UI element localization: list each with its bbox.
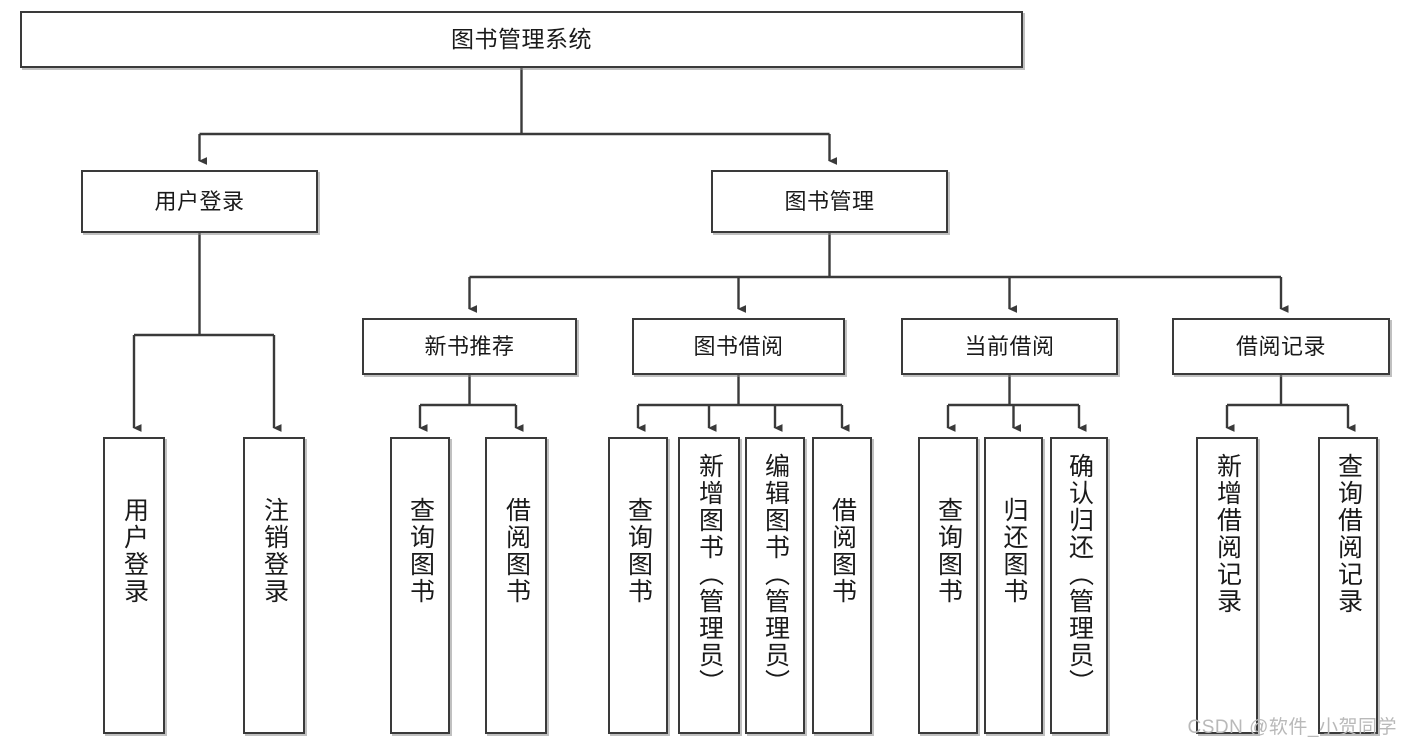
node-leaf-query-record[interactable]: 查询借阅记录 xyxy=(1318,437,1378,734)
node-leaf-borrow-book-2[interactable]: 借阅图书 xyxy=(812,437,872,734)
node-label-current-borrow: 当前借阅 xyxy=(964,333,1055,359)
node-leaf-edit-book[interactable]: 编辑图书（管理员） xyxy=(745,437,805,734)
node-label-new-book-rec: 新书推荐 xyxy=(424,333,515,359)
node-leaf-query-book-2[interactable]: 查询图书 xyxy=(608,437,668,734)
node-label-leaf-query-book-3: 查询图书 xyxy=(934,497,963,605)
node-leaf-user-logout[interactable]: 注销登录 xyxy=(243,437,305,734)
node-leaf-borrow-book-1[interactable]: 借阅图书 xyxy=(485,437,547,734)
node-leaf-query-book-1[interactable]: 查询图书 xyxy=(390,437,450,734)
node-label-borrow-record: 借阅记录 xyxy=(1235,333,1326,359)
node-new-book-rec[interactable]: 新书推荐 xyxy=(362,318,577,375)
node-leaf-user-login[interactable]: 用户登录 xyxy=(103,437,165,734)
node-label-leaf-user-logout: 注销登录 xyxy=(260,497,289,605)
node-book-manage[interactable]: 图书管理 xyxy=(711,170,948,233)
node-label-leaf-borrow-book-1: 借阅图书 xyxy=(502,497,531,605)
node-label-leaf-user-login: 用户登录 xyxy=(120,497,149,605)
node-label-book-borrow: 图书借阅 xyxy=(693,333,784,359)
node-leaf-return-book[interactable]: 归还图书 xyxy=(984,437,1043,734)
node-label-book-manage: 图书管理 xyxy=(784,188,875,214)
node-label-leaf-query-book-1: 查询图书 xyxy=(406,497,435,605)
node-label-leaf-query-record: 查询借阅记录 xyxy=(1334,453,1363,615)
node-root[interactable]: 图书管理系统 xyxy=(20,11,1023,68)
node-leaf-add-record[interactable]: 新增借阅记录 xyxy=(1196,437,1258,734)
node-label-leaf-return-book: 归还图书 xyxy=(1000,497,1028,605)
node-borrow-record[interactable]: 借阅记录 xyxy=(1172,318,1390,375)
node-leaf-query-book-3[interactable]: 查询图书 xyxy=(918,437,978,734)
node-label-leaf-edit-book: 编辑图书（管理员） xyxy=(761,453,790,696)
node-leaf-confirm-return[interactable]: 确认归还（管理员） xyxy=(1050,437,1108,734)
node-label-root: 图书管理系统 xyxy=(451,26,592,53)
node-leaf-add-book[interactable]: 新增图书（管理员） xyxy=(678,437,740,734)
node-user-login[interactable]: 用户登录 xyxy=(81,170,318,233)
edges-group xyxy=(132,68,1356,432)
node-label-leaf-query-book-2: 查询图书 xyxy=(624,497,653,605)
node-label-leaf-add-book: 新增图书（管理员） xyxy=(695,453,724,696)
node-label-leaf-add-record: 新增借阅记录 xyxy=(1213,453,1242,615)
node-label-leaf-borrow-book-2: 借阅图书 xyxy=(828,497,857,605)
node-book-borrow[interactable]: 图书借阅 xyxy=(632,318,845,375)
node-label-user-login: 用户登录 xyxy=(154,188,245,214)
node-label-leaf-confirm-return: 确认归还（管理员） xyxy=(1065,453,1094,696)
node-current-borrow[interactable]: 当前借阅 xyxy=(901,318,1118,375)
